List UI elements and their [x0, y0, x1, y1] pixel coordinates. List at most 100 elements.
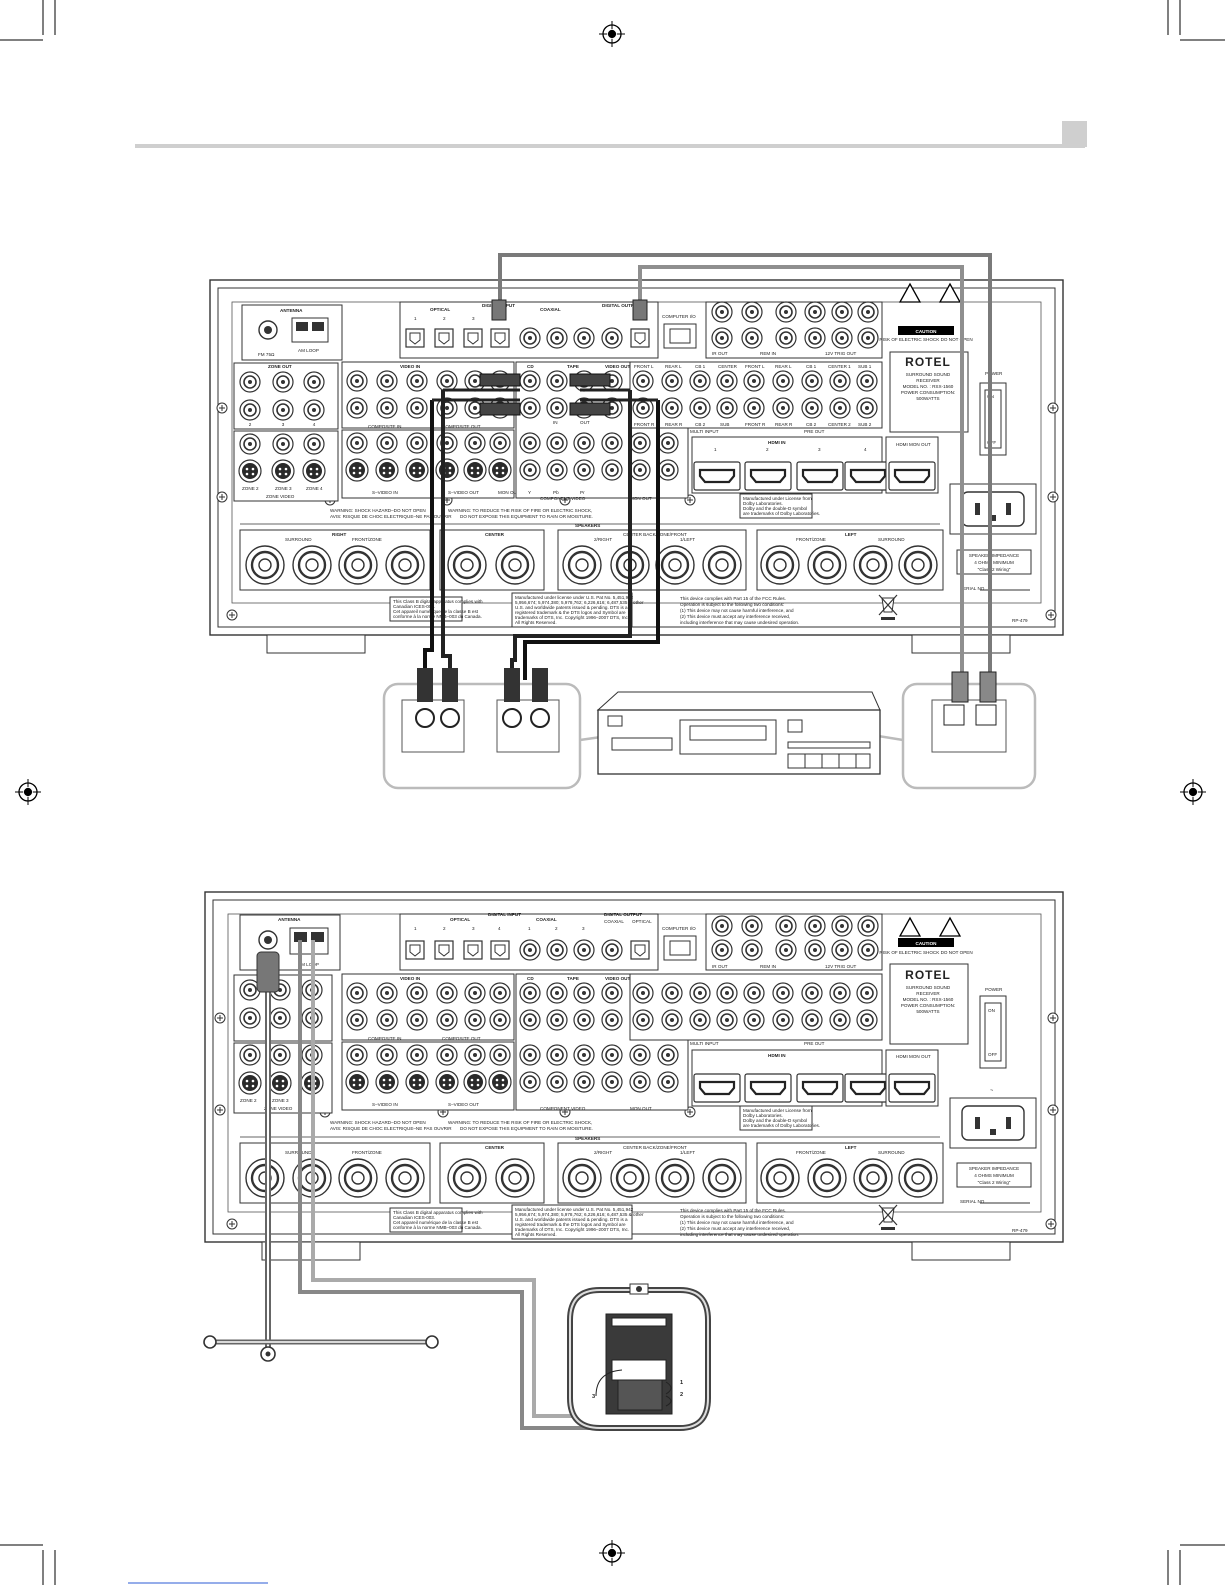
spk-right-label: RIGHT: [332, 532, 346, 537]
mon-out-label-a: MON OUT: [498, 490, 520, 495]
composite-in-label: COMPOSITE IN: [368, 424, 401, 429]
am-callout-2: 2: [680, 1392, 683, 1398]
zone-video-label-2: ZONE VIDEO: [264, 1106, 293, 1111]
warning-shock: WARNING: SHOCK HAZARD–DO NOT OPEN: [330, 508, 426, 513]
digital-input-label-2: DIGITAL INPUT: [488, 912, 521, 917]
dolby2-line-3: Dolby and the double-D symbol: [743, 1118, 807, 1123]
dolby2-line-1: Manufactured under License from: [743, 1108, 812, 1113]
pre-center2: CENTER 2: [828, 422, 851, 427]
hdmi-in-label-2: HDMI IN: [768, 1053, 786, 1058]
dts-line-1: Manufactured under license under U.S. Pa…: [515, 595, 634, 600]
source-device-callout: [382, 668, 1037, 790]
cable-plugs-top: [479, 299, 648, 416]
dts2-line-1: Manufactured under license under U.S. Pa…: [515, 1207, 634, 1212]
composite-out-label-2: COMPOSITE OUT: [442, 1036, 481, 1041]
header-tab: [1062, 121, 1087, 147]
impedance2-line-1: SPEAKER IMPEDANCE: [969, 1166, 1019, 1171]
coax2-num-3: 3: [582, 926, 585, 931]
cd-label-2: CD: [527, 976, 534, 981]
tape-label-2: TAPE: [567, 976, 579, 981]
zone2-label: ZONE 2: [242, 486, 259, 491]
composite-out-label: COMPOSITE OUT: [442, 424, 481, 429]
multi-input-label: MULTI INPUT: [690, 429, 719, 434]
am-loop-label: AM LOOP: [298, 348, 319, 353]
fcc-line-5: including interference that may cause un…: [680, 620, 799, 625]
multi-cb1: CB 1: [695, 364, 706, 369]
zone3-label-2: ZONE 3: [272, 1098, 289, 1103]
spk-frontzone-l-label: FRONT/ZONE: [796, 537, 826, 542]
warning-shock-2: WARNING: SHOCK HAZARD–DO NOT OPEN: [330, 1120, 426, 1125]
svideo-out-label-2: S–VIDEO OUT: [448, 1102, 479, 1107]
composite-in-label-2: COMPOSITE IN: [368, 1036, 401, 1041]
dts2-line-4: registered trademark & the DTS logos and…: [515, 1222, 626, 1227]
svideo-out-label: S–VIDEO OUT: [448, 490, 479, 495]
multi-rear-r: REAR R: [665, 422, 683, 427]
brand-logo: ROTEL: [905, 355, 951, 369]
pre-rear-l: REAR L: [775, 364, 792, 369]
computer-io-label-2: COMPUTER I/O: [662, 926, 696, 931]
spk-surround-r-label: SURROUND: [285, 537, 312, 542]
fcc2-line-3: (1) This device may not cause harmful in…: [680, 1220, 794, 1225]
hdmi-num-3: 3: [818, 447, 821, 452]
spk2-1left: 1/LEFT: [680, 1150, 695, 1155]
cables-top: [423, 253, 992, 682]
spk-frontzone-r-label: FRONT/ZONE: [352, 537, 382, 542]
impedance-line-1: SPEAKER IMPEDANCE: [969, 553, 1019, 558]
zone-video-label: ZONE VIDEO: [266, 494, 295, 499]
pre-cb1: CB 1: [806, 364, 817, 369]
hdmi-mon-out-label: HDMI MON OUT: [896, 442, 931, 447]
product2-line-1: SURROUND SOUND: [906, 985, 951, 990]
video-in-label: VIDEO IN: [400, 364, 421, 369]
product-line-3: MODEL NO. : RSX-1560: [903, 384, 954, 389]
canada2-line-1: This Class B digital apparatus complies …: [393, 1210, 483, 1215]
canada2-line-4: conforme à la norme NMB–003 du Canada.: [393, 1225, 482, 1230]
opt2-num-3: 3: [472, 926, 475, 931]
product-line-2: RECEIVER: [916, 378, 940, 383]
power-on-label-2: ON: [988, 1008, 995, 1013]
fcc2-line-1: This device complies with Part 15 of the…: [680, 1208, 786, 1213]
impedance2-line-3: "Class 2 Wiring": [978, 1180, 1011, 1185]
opt2-num-1: 1: [414, 926, 417, 931]
tape-label: TAPE: [567, 364, 579, 369]
spk-center-label: CENTER: [485, 532, 505, 537]
model-code-2: RP-479: [1012, 1228, 1028, 1233]
ac-symbol: ~: [990, 1088, 994, 1094]
hdmi-in-label: HDMI IN: [768, 440, 786, 445]
am-callout-1: 1: [680, 1380, 683, 1386]
dts2-line-2: 5,956,674; 5,974,380; 5,978,762; 6,226,6…: [515, 1212, 644, 1217]
component-video-label-2: COMPONENT VIDEO: [540, 1106, 586, 1111]
hdmi-num-4: 4: [864, 447, 867, 452]
dts-line-4: registered trademark & the DTS logos and…: [515, 610, 626, 615]
zone-num-2: 2: [249, 422, 252, 427]
ir-out-label: IR OUT: [712, 351, 728, 356]
dolby-line-4: are trademarks of Dolby Laboratories.: [743, 511, 820, 516]
dolby-line-3: Dolby and the double-D symbol: [743, 506, 807, 511]
spk-surround-l-label: SURROUND: [878, 537, 905, 542]
opt2-num-4: 4: [498, 926, 501, 931]
tape-out-label: OUT: [580, 420, 590, 425]
spk2-cbzf: CENTER BACK/ZONE/FRONT: [623, 1145, 687, 1150]
warning-fire-b: WARNING: TO REDUCE THE RISK OF FIRE OR E…: [448, 1120, 592, 1125]
product-line-5: 500WATTS: [916, 396, 939, 401]
pre-center1: CENTER 1: [828, 364, 851, 369]
pre-cb2: CB 2: [806, 422, 817, 427]
product2-line-2: RECEIVER: [916, 991, 940, 996]
registration-mark-bottom: [598, 1539, 626, 1567]
spk-cbzf-label: CENTER BACK/ZONE/FRONT: [623, 532, 687, 537]
dts2-line-3: U.S. and worldwide patents issued & pend…: [515, 1217, 628, 1222]
impedance-line-2: 4 OHMS MINIMUM: [974, 560, 1014, 565]
opt-num-2: 2: [443, 316, 446, 321]
multi-center: CENTER: [718, 364, 738, 369]
multi-sub: SUB: [720, 422, 729, 427]
spk2-center: CENTER: [485, 1145, 505, 1150]
dts-line-2: 5,956,674; 5,974,380; 5,978,762; 6,226,6…: [515, 600, 644, 605]
canada-line-4: conforme à la norme NMB–003 du Canada.: [393, 614, 482, 619]
caution-sub: RISK OF ELECTRIC SHOCK DO NOT OPEN: [879, 337, 972, 342]
product2-line-4: POWER CONSUMPTION:: [901, 1003, 955, 1008]
multi-front-r: FRONT R: [634, 422, 655, 427]
mon-out-label-b: MON OUT: [630, 496, 652, 501]
multi-input-label-2: MULTI INPUT: [690, 1041, 719, 1046]
pre-front-r: FRONT R: [745, 422, 766, 427]
speakers-label-2: SPEAKERS: [575, 1136, 600, 1141]
